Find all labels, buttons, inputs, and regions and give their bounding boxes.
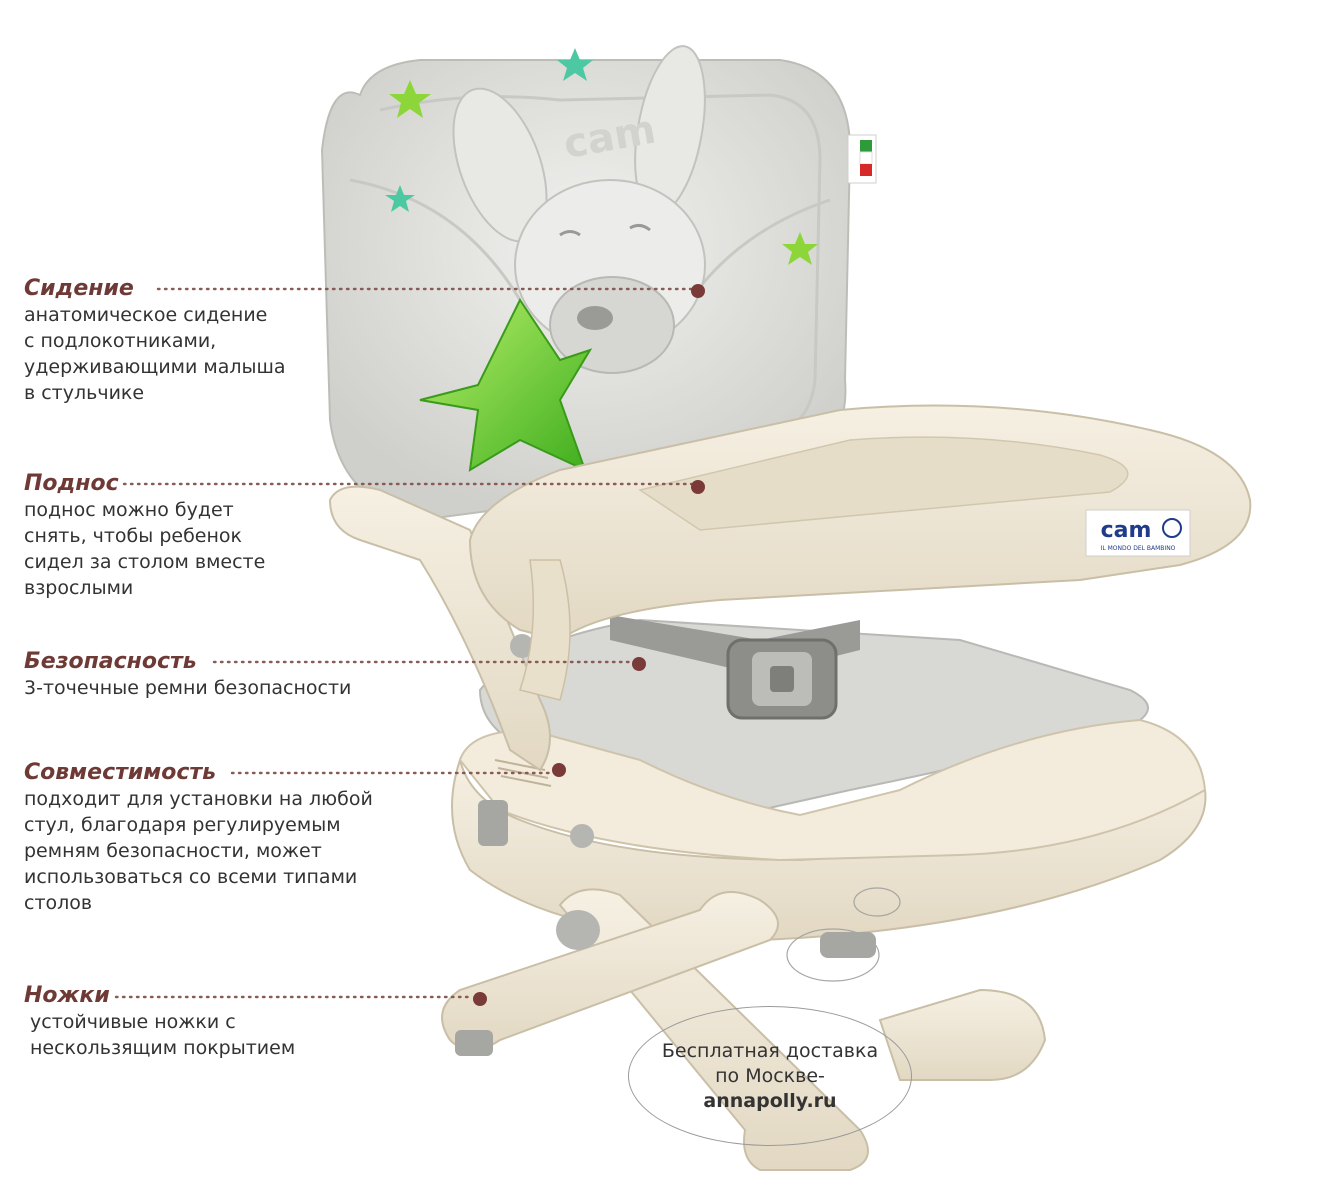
safety-harness (610, 615, 860, 720)
side-arm-left (328, 485, 551, 772)
feature-description: устойчивые ножки с нескользящим покрытие… (30, 1011, 296, 1059)
foot-highlight-ring (786, 928, 880, 982)
feature-title: Совместимость (24, 760, 217, 785)
tray: cam IL MONDO DEL BAMBINO (468, 404, 1252, 701)
feature-description: подходит для установки на любой стул, бл… (24, 788, 373, 914)
delivery-line-2: по Москве- (715, 1064, 825, 1087)
italy-flag-tag (847, 134, 877, 184)
feature-description: 3-точечные ремни безопасности (24, 677, 352, 699)
feature-seat: Сидение анатомическое сидение с подлокот… (24, 276, 286, 406)
delivery-line-1: Бесплатная доставка (661, 1039, 879, 1062)
feature-description: анатомическое сидение с подлокотниками, … (24, 304, 286, 404)
leader-dots (473, 284, 705, 1006)
brand-tagline: IL MONDO DEL BAMBINO (1101, 545, 1176, 552)
delivery-site-link[interactable]: annapolly.ru (703, 1089, 837, 1112)
feature-description: поднос можно будет снять, чтобы ребенок … (24, 499, 266, 599)
bunny-figure: cam (452, 45, 706, 374)
feature-title: Поднос (24, 471, 119, 496)
feature-title: Сидение (24, 276, 134, 301)
feature-tray: Поднос поднос можно будет снять, чтобы р… (24, 471, 265, 601)
delivery-badge: Бесплатная доставка по Москве- annapolly… (628, 1006, 912, 1146)
feature-title: Безопасность (24, 649, 197, 674)
feature-safety: Безопасность 3-точечные ремни безопаснос… (24, 649, 351, 701)
feature-compatibility: Совместимость подходит для установки на … (24, 760, 373, 916)
cam-logo-text: cam (1101, 518, 1152, 543)
feature-legs: Ножки устойчивые ножки с нескользящим по… (24, 983, 295, 1061)
leader-lines (114, 287, 694, 999)
foot-highlight-ring (853, 887, 901, 917)
green-star-plush (419, 298, 593, 472)
feature-title: Ножки (24, 983, 110, 1008)
